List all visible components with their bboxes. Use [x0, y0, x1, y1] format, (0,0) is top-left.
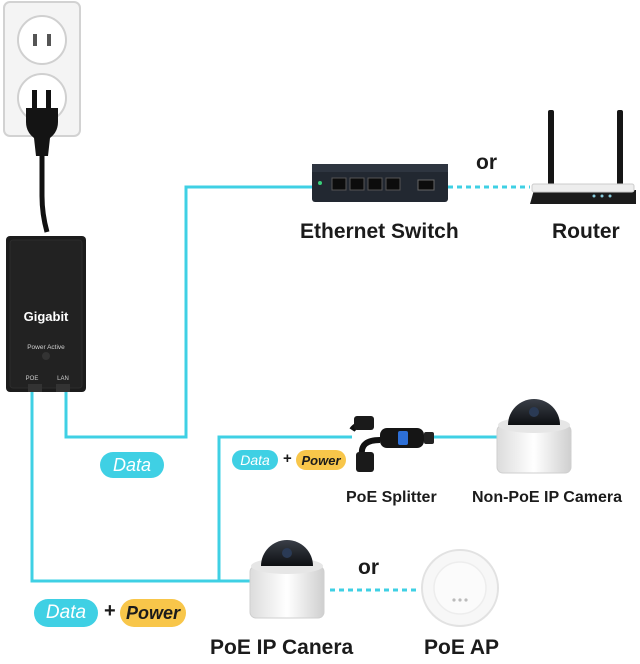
cable-poe-to-camera	[30, 392, 250, 583]
non-poe-camera-label: Non-PoE IP Camera	[472, 489, 622, 506]
power-tag-splitter: Power	[296, 450, 346, 470]
poe-splitter-icon	[349, 416, 434, 472]
access-point-icon	[421, 549, 499, 627]
data-tag-splitter: Data	[232, 450, 278, 470]
or-label-bottom: or	[358, 556, 379, 579]
dome-camera-icon	[496, 399, 572, 474]
poe-injector-icon	[6, 236, 86, 392]
router-label: Router	[552, 220, 620, 243]
power-plug-icon	[26, 90, 58, 233]
port-lan-label: LAN	[57, 376, 69, 382]
poe-camera-label: PoE IP Canera	[210, 636, 354, 659]
plus-sign-poe: +	[104, 600, 116, 622]
injector-status: Power Active	[27, 344, 65, 351]
injector-brand: Gigabit	[24, 309, 69, 324]
ethernet-switch-icon	[312, 164, 448, 202]
ethernet-switch-label: Ethernet Switch	[300, 220, 459, 243]
plus-sign-splitter: +	[283, 450, 292, 467]
power-tag-poe: Power	[120, 599, 186, 627]
data-tag-poe: Data	[34, 599, 98, 627]
or-label-top: or	[476, 151, 497, 174]
router-icon	[530, 110, 636, 204]
cable-branch-to-splitter	[217, 435, 352, 581]
cables	[30, 185, 530, 592]
port-poe-label: POE	[26, 376, 39, 382]
data-tag-lan: Data	[100, 452, 164, 478]
poe-ap-label: PoE AP	[424, 636, 500, 659]
dome-camera-icon	[249, 540, 325, 619]
poe-splitter-label: PoE Splitter	[346, 489, 437, 506]
cable-lan-to-switch	[64, 185, 312, 439]
